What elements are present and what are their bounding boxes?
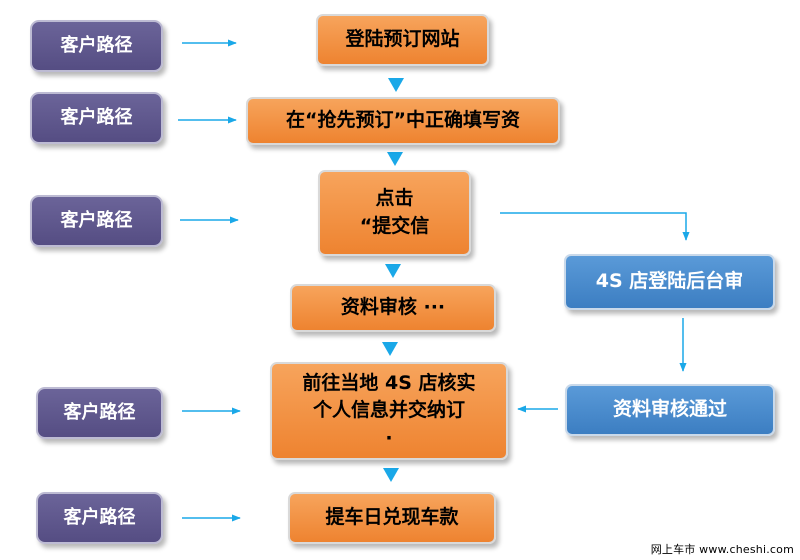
arrow-submit-to-dealer xyxy=(500,212,690,241)
step-click-submit-line1: 点击 xyxy=(375,187,414,210)
down-triangle-5 xyxy=(383,468,399,482)
down-triangle-2 xyxy=(387,152,403,166)
step-data-review: 资料审核 ··· xyxy=(290,284,496,332)
step-verify-line2: 个人信息并交纳订 xyxy=(312,399,465,422)
step-click-submit: 点击 “提交信 xyxy=(318,170,471,256)
down-triangle-1 xyxy=(388,78,404,92)
customer-path-box-3: 客户路径 xyxy=(30,195,163,247)
step-fill-info: 在“抢先预订”中正确填写资 xyxy=(246,97,560,145)
footer-watermark: 网上车市 www.cheshi.com xyxy=(650,543,794,556)
step-verify-line3: · xyxy=(385,426,393,449)
down-triangle-4 xyxy=(382,342,398,356)
customer-path-box-5: 客户路径 xyxy=(36,492,163,544)
step-login-booking-site: 登陆预订网站 xyxy=(316,14,489,66)
customer-path-box-1: 客户路径 xyxy=(30,20,163,72)
down-triangle-3 xyxy=(385,264,401,278)
step-verify-at-4s-store: 前往当地 4S 店核实 个人信息并交纳订 · xyxy=(270,362,508,460)
dealer-login-backend-review: 4S 店登陆后台审 xyxy=(564,254,775,310)
customer-path-box-2: 客户路径 xyxy=(30,92,163,144)
step-pickup-redeem: 提车日兑现车款 xyxy=(288,492,496,544)
step-click-submit-line2: “提交信 xyxy=(359,215,430,237)
dealer-review-passed: 资料审核通过 xyxy=(565,384,775,436)
customer-path-box-4: 客户路径 xyxy=(36,387,163,439)
step-verify-line1: 前往当地 4S 店核实 xyxy=(302,371,476,394)
